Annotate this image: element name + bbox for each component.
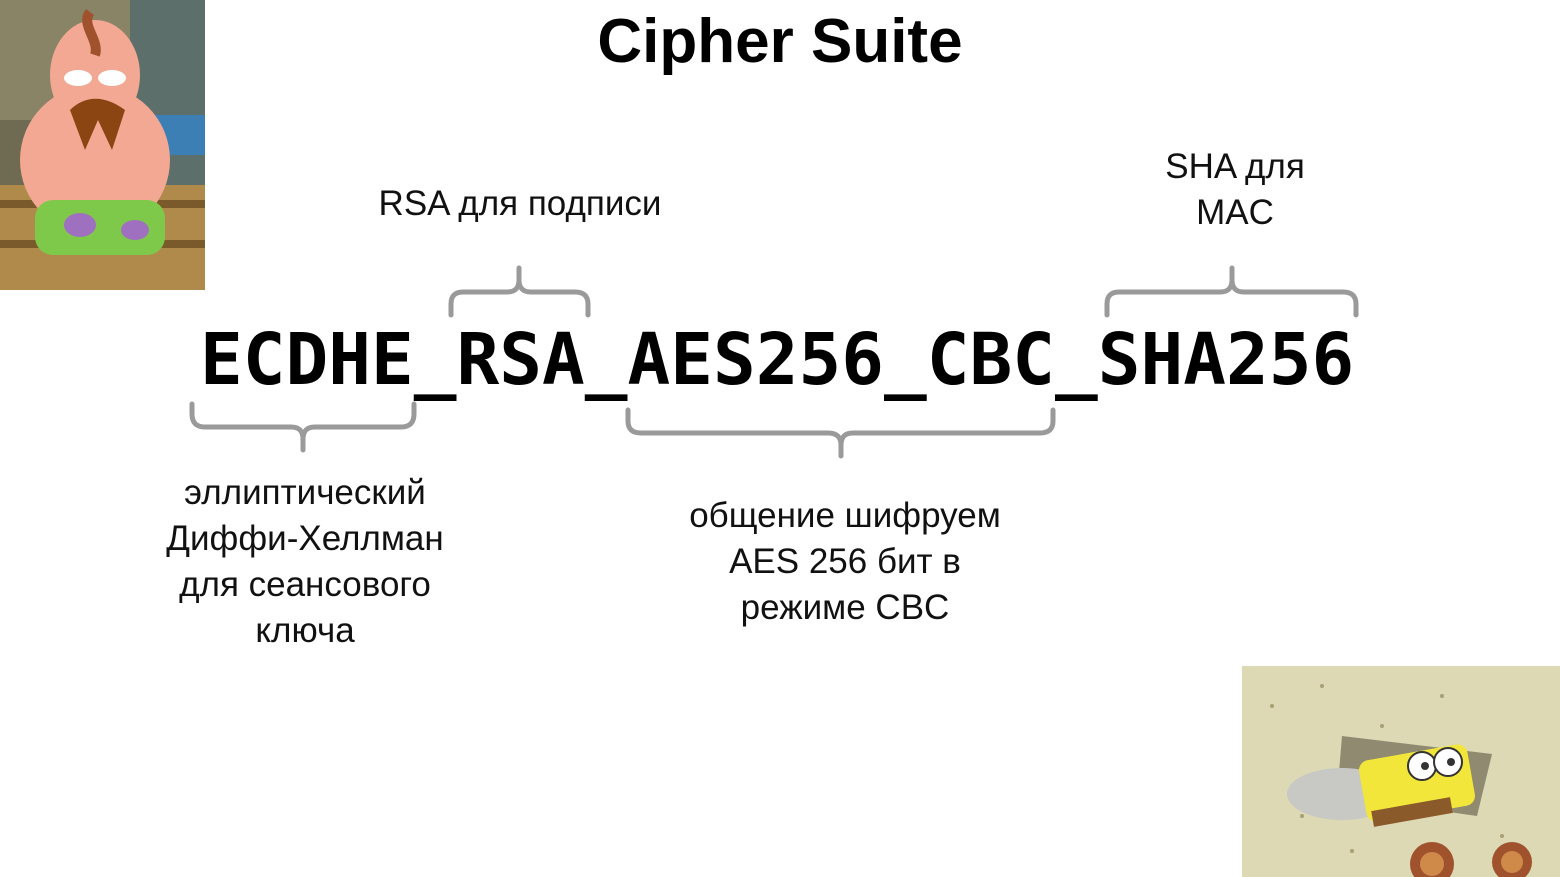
suite-separator: _	[413, 318, 457, 401]
brace-aes-cbc	[625, 407, 1056, 459]
ecdhe-annotation-line: Диффи-Хеллман	[166, 519, 444, 558]
spongebob-image	[1242, 666, 1560, 877]
ecdhe-annotation-line: для сеансового	[179, 565, 431, 604]
brace-rsa	[448, 265, 591, 318]
brace-ecdhe	[189, 401, 417, 453]
aes-annotation-line: режиме CBC	[740, 588, 950, 627]
sha-annotation-line: SHA для	[1165, 147, 1305, 186]
ecdhe-annotation: эллиптический Диффи-Хеллман для сеансово…	[120, 470, 490, 654]
aes-annotation-line: общение шифруем	[689, 496, 1001, 535]
suite-part-aes256: AES256	[627, 318, 884, 401]
aes-annotation-line: AES 256 бит в	[729, 542, 961, 581]
ecdhe-annotation-line: ключа	[255, 611, 355, 650]
aes-annotation: общение шифруем AES 256 бит в режиме CBC	[640, 493, 1050, 631]
suite-part-ecdhe: ECDHE	[200, 318, 414, 401]
ecdhe-annotation-line: эллиптический	[184, 473, 426, 512]
slide-title: Cipher Suite	[597, 7, 963, 76]
rsa-annotation-line: RSA для подписи	[378, 184, 662, 223]
patrick-illustration	[0, 0, 205, 290]
suite-part-cbc: CBC	[926, 318, 1055, 401]
patrick-image	[0, 0, 205, 290]
suite-separator: _	[883, 318, 927, 401]
cipher-suite-string: ECDHE_RSA_AES256_CBC_SHA256	[200, 315, 1370, 405]
suite-separator: _	[584, 318, 628, 401]
spongebob-illustration	[1242, 666, 1560, 877]
rsa-annotation: RSA для подписи	[330, 181, 710, 227]
suite-part-rsa: RSA	[456, 318, 585, 401]
suite-part-sha256: SHA256	[1097, 318, 1355, 401]
sha-annotation: SHA для MAC	[1110, 144, 1360, 236]
sha-annotation-line: MAC	[1196, 193, 1274, 232]
brace-sha	[1104, 265, 1359, 318]
suite-separator: _	[1054, 318, 1098, 401]
